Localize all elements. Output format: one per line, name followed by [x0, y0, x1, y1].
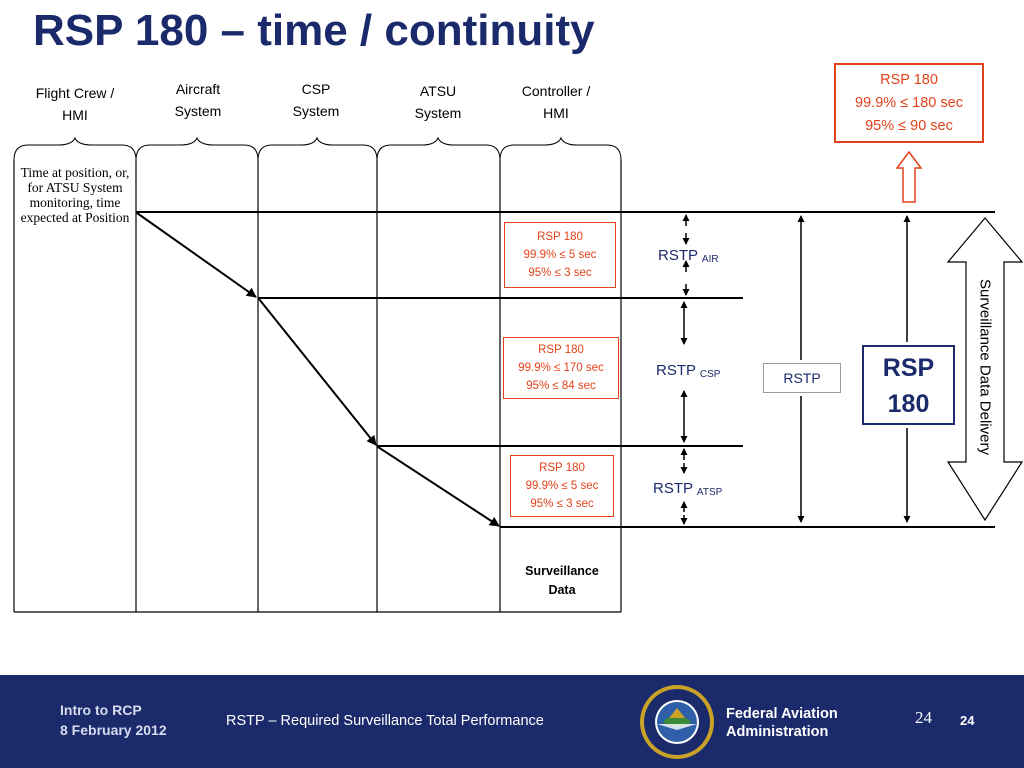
spec-box-air: RSP 180 99.9% ≤ 5 sec 95% ≤ 3 sec	[504, 222, 616, 288]
slide-number: 24	[960, 713, 975, 728]
spec-line: 95% ≤ 84 sec	[526, 380, 596, 392]
flow-arrow-aircraft	[136, 212, 257, 298]
spec-line: 95% ≤ 90 sec	[865, 118, 953, 134]
column-braces	[13, 136, 622, 161]
spec-line: RSP 180	[880, 72, 938, 88]
rstp-main: RSTP	[653, 480, 693, 497]
surveillance-data-line: Data	[548, 583, 576, 597]
spec-box-csp: RSP 180 99.9% ≤ 170 sec 95% ≤ 84 sec	[503, 337, 619, 399]
spec-line: 99.9% ≤ 170 sec	[518, 362, 604, 374]
rstp-sub: ATSP	[696, 487, 723, 498]
spec-line: RSP 180	[538, 344, 584, 356]
column-header-line: CSP	[301, 81, 331, 97]
surveillance-delivery-label: Surveillance Data Delivery	[976, 279, 994, 455]
rsp-180-box: RSP 180	[862, 345, 955, 425]
column-header-line: Aircraft	[175, 81, 221, 97]
surveillance-delivery-arrow	[946, 217, 1024, 522]
surveillance-data-label: Surveillance Data	[505, 562, 619, 600]
slide-number-serif: 24	[915, 708, 932, 727]
brace-flight-crew	[13, 136, 137, 161]
time-levels	[136, 211, 995, 528]
column-header-controller: Controller / HMI	[496, 80, 616, 124]
rsp-total-spec-box: RSP 180 99.9% ≤ 180 sec 95% ≤ 90 sec	[834, 63, 984, 143]
rstp-total-box: RSTP	[763, 363, 841, 393]
spec-line: 95% ≤ 3 sec	[528, 267, 592, 279]
rsp-line: 180	[887, 390, 930, 418]
footer-course-title: Intro to RCP	[60, 702, 142, 718]
spec-line: 99.9% ≤ 5 sec	[523, 249, 597, 261]
rstp-atsp-label: RSTP ATSP	[653, 480, 722, 498]
spec-line: 99.9% ≤ 180 sec	[855, 95, 963, 111]
column-header-csp: CSP System	[256, 78, 376, 122]
slide-title: RSP 180 – time / continuity	[33, 6, 595, 55]
flow-arrows	[136, 212, 500, 527]
rsp-line: RSP	[882, 354, 935, 382]
surveillance-data-line: Surveillance	[525, 564, 599, 578]
brace-aircraft	[135, 136, 259, 161]
column-header-flight-crew: Flight Crew / HMI	[15, 82, 135, 126]
spec-box-atsp: RSP 180 99.9% ≤ 5 sec 95% ≤ 3 sec	[510, 455, 614, 517]
footer-bar	[0, 675, 1024, 768]
spec-line: RSP 180	[539, 462, 585, 474]
column-header-line: HMI	[62, 107, 88, 123]
column-header-line: Controller /	[521, 83, 591, 99]
rstp-csp-label: RSTP CSP	[656, 362, 720, 380]
column-header-line: HMI	[543, 105, 569, 121]
time-at-position-note: Time at position, or, for ATSU System mo…	[20, 165, 130, 225]
rstp-air-label: RSTP AIR	[658, 247, 719, 265]
hollow-up-arrow	[895, 150, 923, 203]
rstp-sub: CSP	[699, 369, 721, 380]
column-frames	[13, 160, 622, 613]
footer-caption: RSTP – Required Surveillance Total Perfo…	[226, 713, 544, 729]
rstp-sub: AIR	[701, 254, 719, 265]
spec-line: RSP 180	[537, 231, 583, 243]
faa-org-line: Administration	[726, 724, 829, 740]
rstp-segment-arrows	[680, 214, 690, 525]
faa-seal-logo	[640, 685, 714, 759]
column-header-line: System	[292, 103, 340, 119]
footer-course-info: Intro to RCP 8 February 2012	[60, 700, 167, 740]
faa-org-line: Federal Aviation	[726, 706, 838, 722]
spec-line: 99.9% ≤ 5 sec	[525, 480, 599, 492]
column-header-atsu: ATSU System	[378, 80, 498, 124]
spec-line: 95% ≤ 3 sec	[530, 498, 594, 510]
rstp-main: RSTP	[656, 362, 696, 379]
brace-controller	[499, 136, 622, 161]
rstp-main: RSTP	[658, 247, 698, 264]
footer-date: 8 February 2012	[60, 722, 167, 738]
brace-csp	[257, 136, 378, 161]
column-header-line: System	[174, 103, 222, 119]
column-header-aircraft: Aircraft System	[138, 78, 258, 122]
column-header-line: ATSU	[419, 83, 457, 99]
faa-org-name: Federal Aviation Administration	[726, 705, 838, 741]
column-header-line: Flight Crew /	[35, 85, 115, 101]
column-header-line: System	[414, 105, 462, 121]
flow-arrow-csp	[258, 298, 377, 446]
brace-atsu	[376, 136, 501, 161]
flow-arrow-atsu	[377, 446, 500, 527]
